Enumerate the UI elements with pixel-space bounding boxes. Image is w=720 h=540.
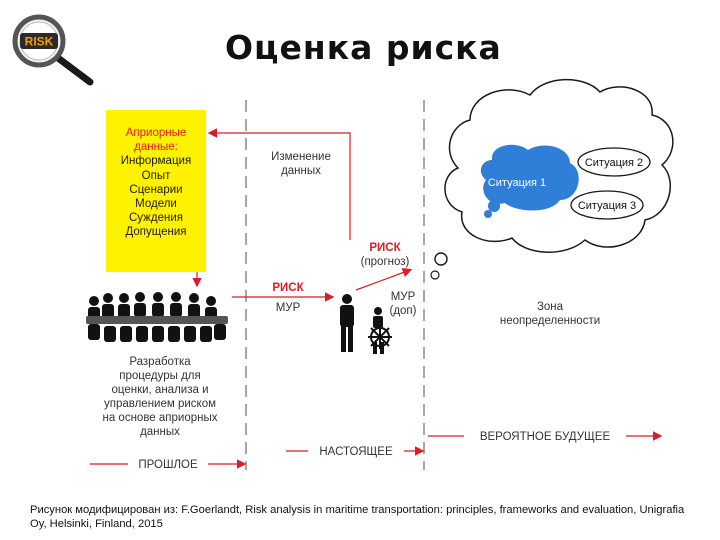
situation-2-ellipse	[577, 147, 651, 177]
procedure-line: оценки, анализа и	[111, 384, 209, 396]
apriori-data-box	[106, 110, 206, 272]
risk-forecast-label: РИСК (прогноз)	[340, 241, 430, 269]
situation-3-ellipse	[570, 190, 644, 220]
apriori-item: Модели	[135, 198, 177, 211]
risk-logo: RISK	[12, 14, 94, 86]
situation-1-label: Ситуация 1	[488, 177, 546, 189]
timeline-past: ПРОШЛОЕ	[128, 458, 208, 472]
mur-dop-line-2: (доп)	[389, 305, 417, 317]
situation-1-blob	[480, 144, 579, 211]
apriori-item: Суждения	[129, 212, 183, 225]
cloud-bubble-large	[434, 252, 448, 266]
situation-2-label: Ситуация 2	[585, 157, 643, 169]
procedure-line: процедуры для	[119, 370, 201, 382]
operator-to-forecast-arrow	[355, 267, 413, 291]
procedure-line: на основе априорных	[102, 412, 218, 424]
procedure-line: управлением риском	[103, 398, 217, 410]
apriori-header-line-2: данные:	[134, 141, 178, 154]
page-title: Оценка риска	[225, 28, 502, 67]
feedback-arrow	[207, 128, 351, 240]
risk-mur-title: РИСК	[272, 282, 304, 294]
apriori-header-line-1: Априорные	[125, 127, 187, 139]
apriori-item: Опыт	[141, 169, 171, 182]
figure-caption: Рисунок модифицирован из: F.Goerlandt, R…	[30, 504, 685, 530]
apriori-item: Информация	[120, 155, 192, 168]
team-meeting-icon	[86, 292, 228, 342]
risk-mur-sub: МУР	[275, 302, 301, 314]
helmsman-figure-icon	[373, 307, 384, 354]
procedure-line: данных	[140, 426, 180, 438]
logo-text: RISK	[25, 35, 54, 49]
uncertainty-zone-label: Зона неопределенности	[480, 300, 620, 328]
cloud-bubble-small	[430, 270, 440, 280]
procedure-text: Разработка процедуры для оценки, анализа…	[80, 355, 240, 439]
uncertainty-zone-line-2: неопределенности	[499, 315, 601, 327]
uncertainty-zone-line-1: Зона	[536, 301, 564, 313]
apriori-item: Допущения	[125, 226, 187, 239]
timeline-future: ВЕРОЯТНОЕ БУДУЩЕЕ	[464, 430, 626, 444]
apriori-item: Сценарии	[129, 183, 183, 196]
risk-mur-label: РИСК МУР	[258, 281, 318, 315]
data-change-label: Изменение данных	[256, 150, 346, 178]
timeline-present: НАСТОЯЩЕЕ	[308, 445, 404, 459]
procedure-line: Разработка	[129, 356, 191, 368]
apriori-data-text: Априорные данные: Информация Опыт Сценар…	[106, 126, 206, 240]
data-change-line-1: Изменение	[271, 151, 331, 163]
risk-forecast-sub: (прогноз)	[360, 256, 410, 268]
situation-1-bubble	[488, 200, 500, 212]
situation-3-label: Ситуация 3	[578, 200, 636, 212]
data-change-line-2: данных	[281, 165, 321, 177]
mur-dop-label: МУР (доп)	[383, 290, 423, 318]
risk-forecast-title: РИСК	[369, 242, 401, 254]
operator-figure-icon	[340, 294, 354, 352]
mur-dop-line-1: МУР	[390, 291, 416, 303]
situation-1-bubble-small	[484, 210, 492, 218]
